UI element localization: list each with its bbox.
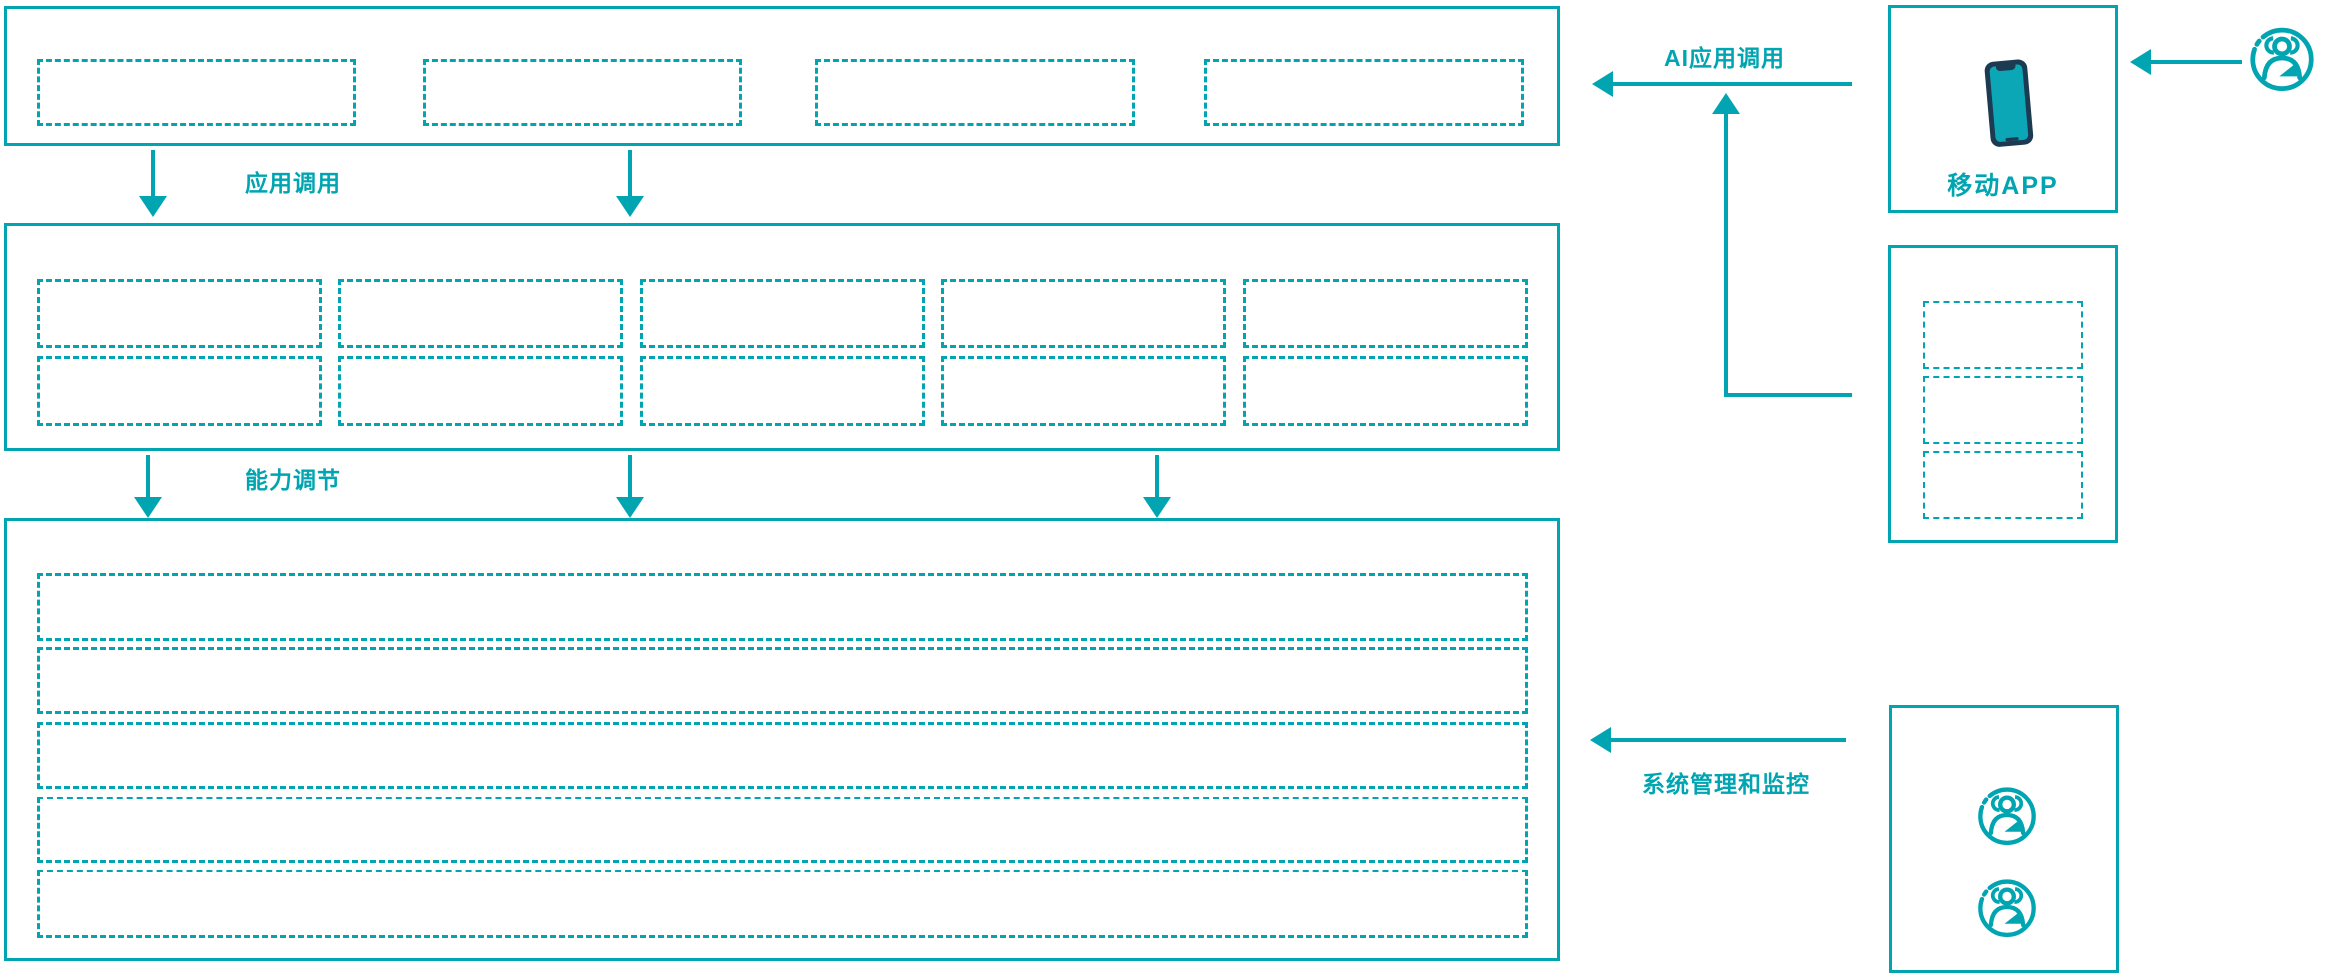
users-group-icon [2248,24,2316,92]
down-arrow-head [1143,497,1171,518]
top-band [4,6,1560,146]
down-arrow [146,455,150,498]
placeholder-row [37,797,1528,863]
app-call-label: 应用调用 [245,170,341,196]
down-arrow-head [616,497,644,518]
mobile-app-box: 移动APP [1888,5,2118,213]
placeholder-box [815,59,1135,126]
ai-app-call-arrow [1612,82,1852,86]
placeholder-row [37,722,1528,789]
up-arrow-shaft [1724,113,1728,397]
down-arrow [1155,455,1159,498]
down-arrow-head [616,196,644,217]
user-to-mobile-arrow [2150,60,2242,64]
middle-band [4,223,1560,451]
down-arrow [151,150,155,197]
placeholder-box [1243,279,1528,348]
placeholder-box [941,279,1226,348]
right-middle-box [1888,245,2118,543]
placeholder-row [37,870,1528,938]
placeholder-row [37,647,1528,714]
placeholder-box [338,279,623,348]
placeholder-row [37,573,1528,641]
placeholder-box [338,356,623,426]
down-arrow [628,455,632,498]
system-monitor-label: 系统管理和监控 [1642,771,1810,797]
users-group-icon [1976,876,2038,938]
placeholder-box [423,59,742,126]
user-to-mobile-arrow-head [2130,49,2151,75]
right-monitor-box [1889,705,2119,973]
placeholder-box [37,279,322,348]
placeholder-box [1204,59,1524,126]
up-arrow-head [1712,93,1740,114]
placeholder-box [1923,301,2083,369]
placeholder-box [1243,356,1528,426]
placeholder-box [640,356,925,426]
placeholder-box [640,279,925,348]
down-arrow [628,150,632,197]
mobile-app-label: 移动APP [1947,172,2059,200]
capability-adjust-label: 能力调节 [245,467,341,493]
system-monitor-arrow-head [1590,727,1611,753]
elbow-connector [1726,393,1852,397]
down-arrow-head [139,196,167,217]
ai-app-call-label: AI应用调用 [1664,45,1785,71]
system-monitor-arrow [1610,738,1846,742]
placeholder-box [1923,376,2083,444]
bottom-band [4,518,1560,961]
users-group-icon [1976,784,2038,846]
placeholder-box [941,356,1226,426]
placeholder-box [37,59,356,126]
smartphone-icon [1982,56,2036,152]
placeholder-box [1923,451,2083,519]
placeholder-box [37,356,322,426]
down-arrow-head [134,497,162,518]
ai-app-call-arrow-head [1592,71,1613,97]
